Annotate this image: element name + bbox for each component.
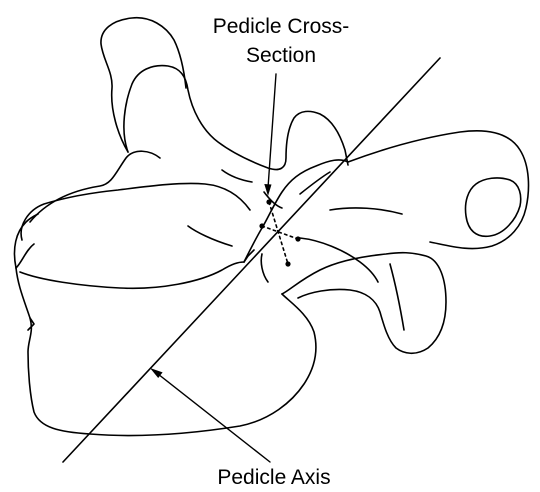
cross-section-leader-line	[268, 74, 276, 188]
pedicle-inner-curve	[188, 226, 232, 246]
cross-section-point-bottom	[285, 261, 290, 266]
superior-articular-process-inner	[124, 66, 348, 170]
pedicle-medial	[261, 254, 268, 282]
inferior-articular-process	[282, 253, 446, 354]
pedicle-line-a	[222, 170, 252, 182]
superior-articular-process-outline	[101, 18, 186, 152]
cross-section-point-left	[259, 223, 264, 228]
vertebral-body-rim-lower	[20, 262, 244, 288]
axis-leader-line	[158, 374, 270, 462]
pedicle-axis-line	[63, 58, 440, 462]
vertebral-body-rim-edge	[16, 244, 34, 268]
vertebral-body-endplate-rim	[21, 183, 250, 240]
cross-section-point-right	[295, 236, 300, 241]
pedicle-line-b	[264, 192, 282, 208]
pedicle-cross-section-label-line1: Pedicle Cross-	[196, 16, 366, 37]
inferior-articular-facet-line	[390, 264, 404, 330]
transverse-process-upper-line	[330, 208, 402, 214]
transverse-process-tip	[465, 178, 520, 236]
cross-section-point-top	[266, 199, 271, 204]
pedicle-cross-section-label-line2: Section	[196, 45, 366, 66]
vertebral-body-endplate-inner	[14, 214, 38, 268]
pedicle-ridge	[300, 172, 330, 194]
pedicle-axis-label: Pedicle Axis	[204, 467, 344, 488]
